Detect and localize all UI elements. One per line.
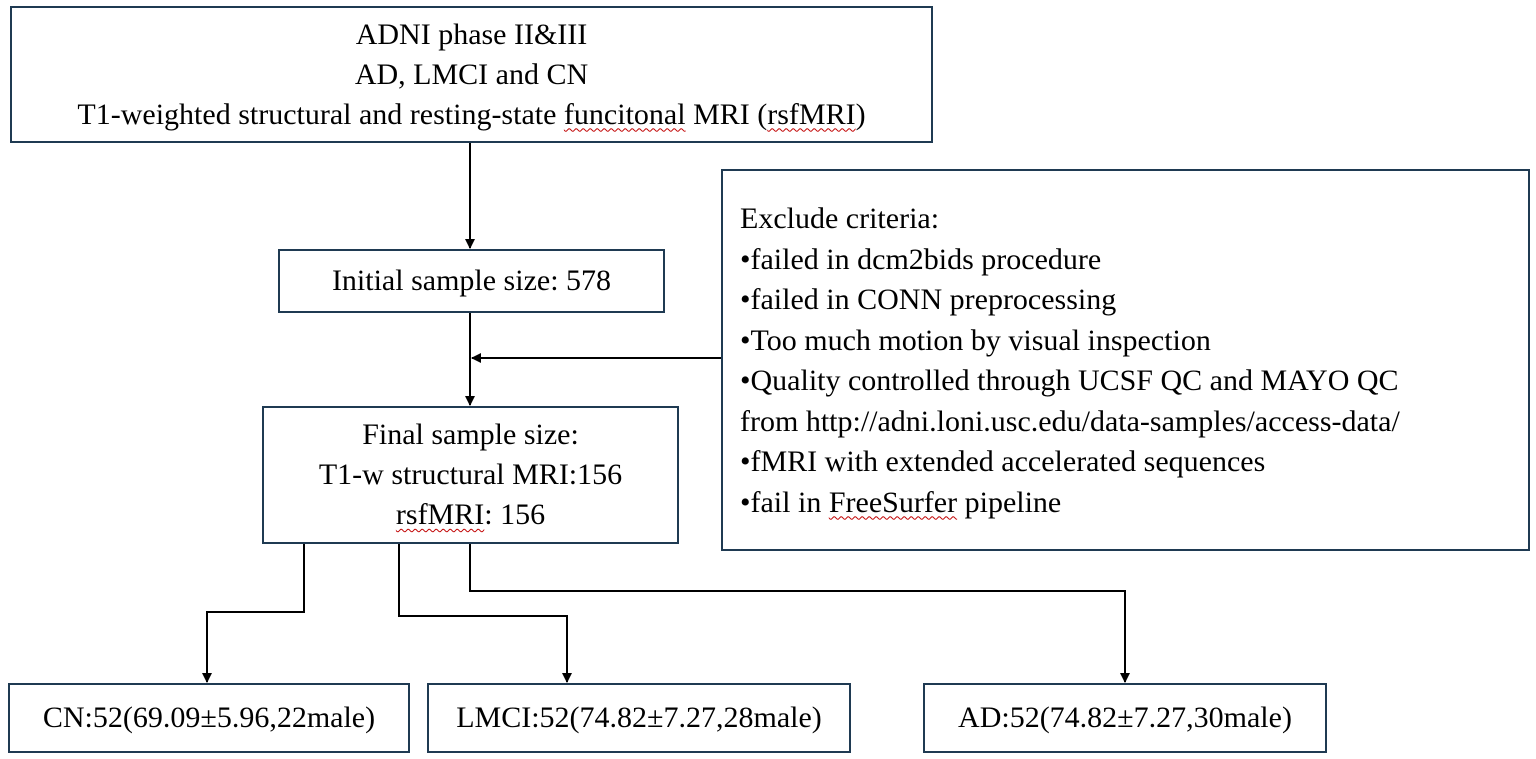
initial-sample-text: Initial sample size: 578 bbox=[331, 264, 612, 297]
exclude-title: Exclude criteria: bbox=[740, 202, 940, 235]
exclude-criteria-box: Exclude criteria: •failed in dcm2bids pr… bbox=[721, 169, 1530, 551]
ad-group-box: AD:52(74.82±7.27,30male) bbox=[923, 683, 1327, 753]
lmci-group-text: LMCI:52(74.82±7.27,28male) bbox=[456, 701, 822, 734]
exclude-item: •Too much motion by visual inspection bbox=[740, 323, 1211, 357]
exclude-item: •fMRI with extended accelerated sequence… bbox=[740, 445, 1266, 478]
data-source-box: ADNI phase II&III AD, LMCI and CN T1-wei… bbox=[10, 6, 933, 143]
exclude-last-text: •fail in bbox=[740, 485, 829, 519]
modalities-text-end: ) bbox=[855, 97, 866, 131]
arrow-final-to-lmci bbox=[398, 544, 572, 683]
misspelled-word: funcitonal bbox=[563, 97, 686, 131]
cn-group-text: CN:52(69.09±5.96,22male) bbox=[42, 701, 376, 734]
exclude-item-last: •fail in FreeSurfer pipeline bbox=[740, 483, 1528, 524]
rsfmri-count: : 156 bbox=[484, 498, 546, 531]
cn-group-box: CN:52(69.09±5.96,22male) bbox=[8, 683, 410, 753]
exclude-item: •failed in CONN preprocessing bbox=[740, 283, 1117, 316]
initial-sample-box: Initial sample size: 578 bbox=[278, 249, 665, 313]
final-sample-rsfmri: rsfMRI: 156 bbox=[396, 495, 545, 535]
rsfmri-abbrev: rsfMRI bbox=[767, 97, 856, 131]
arrow-final-to-ad bbox=[469, 544, 1130, 683]
exclude-item-continuation: from http://adni.loni.usc.edu/data-sampl… bbox=[740, 404, 1400, 438]
lmci-group-box: LMCI:52(74.82±7.27,28male) bbox=[427, 683, 851, 753]
final-sample-title: Final sample size: bbox=[362, 418, 579, 451]
source-line-phase: ADNI phase II&III bbox=[355, 17, 588, 51]
final-sample-structural: T1-w structural MRI:156 bbox=[318, 458, 623, 491]
exclude-last-text-end: pipeline bbox=[957, 485, 1062, 519]
rsfmri-abbrev: rsfMRI bbox=[395, 498, 485, 531]
arrow-final-to-cn bbox=[202, 544, 305, 683]
source-line-modalities: T1-weighted structural and resting-state… bbox=[77, 95, 865, 135]
exclude-item: •Quality controlled through UCSF QC and … bbox=[740, 364, 1399, 397]
modalities-text-mid: MRI ( bbox=[685, 97, 768, 131]
ad-group-text: AD:52(74.82±7.27,30male) bbox=[958, 701, 1292, 734]
source-line-groups: AD, LMCI and CN bbox=[354, 57, 589, 91]
final-sample-box: Final sample size: T1-w structural MRI:1… bbox=[262, 406, 679, 544]
freesurfer-word: FreeSurfer bbox=[828, 485, 958, 519]
exclude-item: •failed in dcm2bids procedure bbox=[740, 242, 1102, 276]
modalities-text: T1-weighted structural and resting-state bbox=[77, 97, 564, 131]
